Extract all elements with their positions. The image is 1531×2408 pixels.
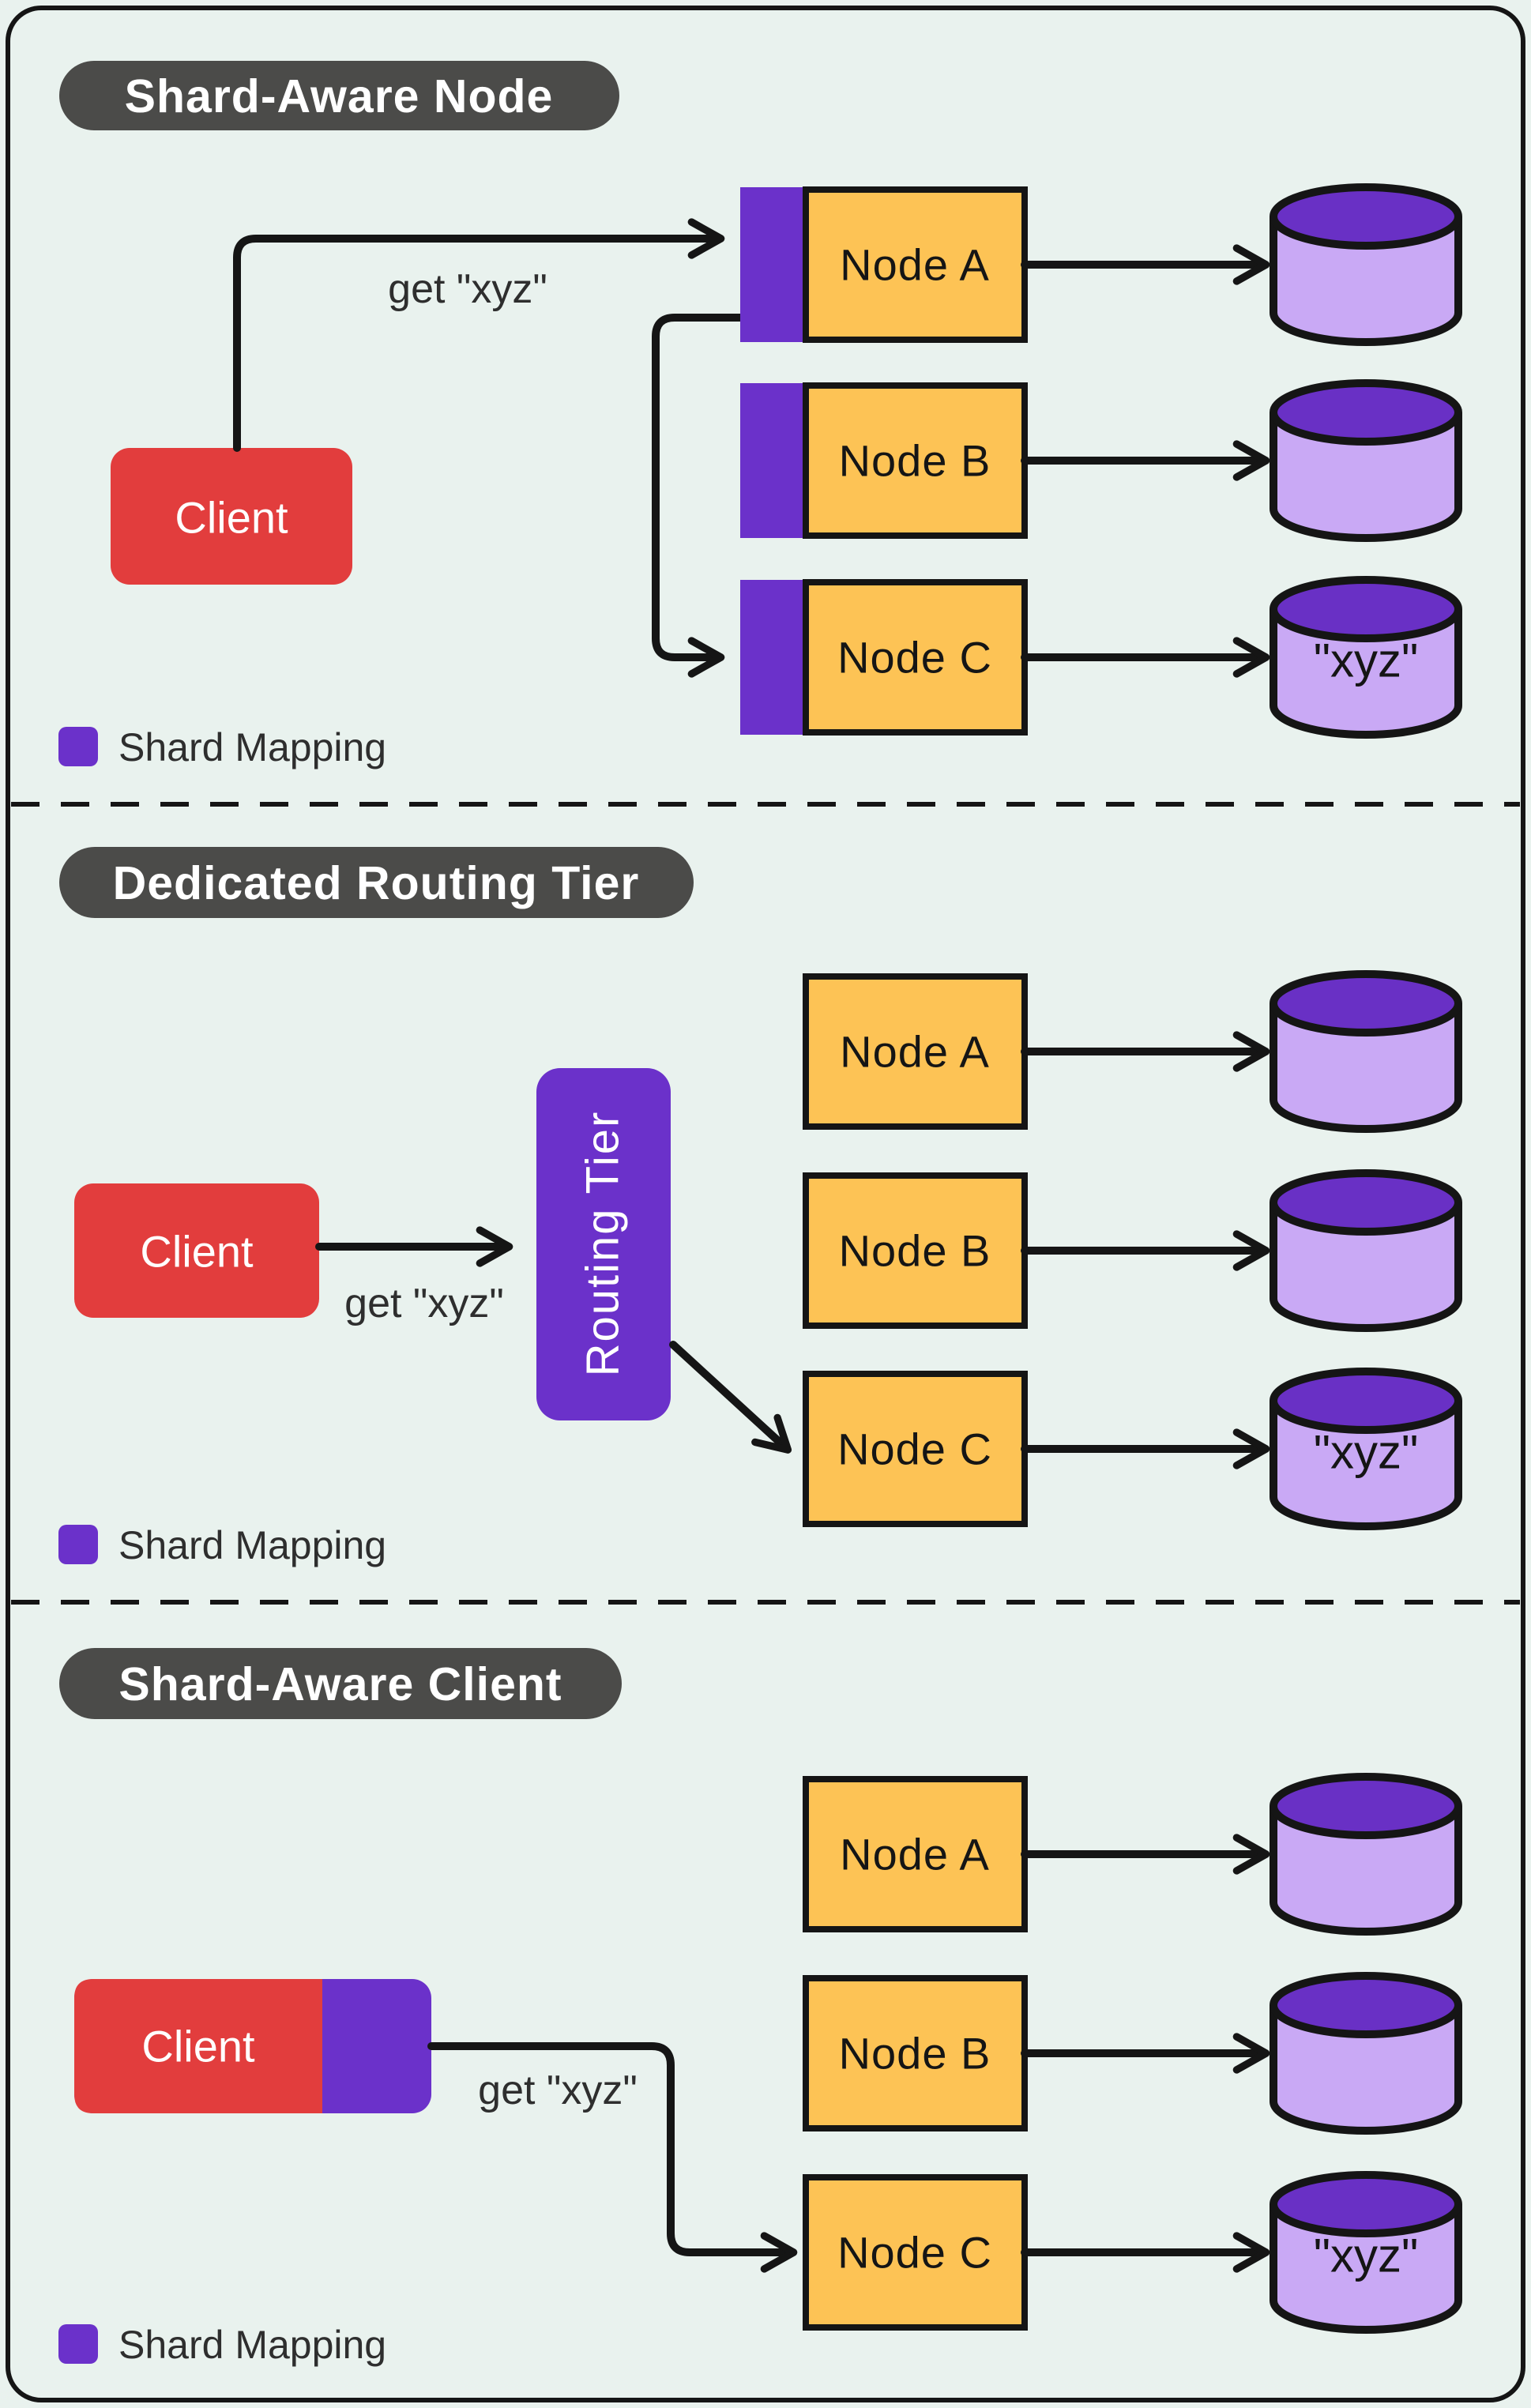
section-dedicated-routing-tier: Dedicated Routing Tier Client get "xyz" … (58, 847, 1462, 1567)
db-cylinder-b-top (1270, 1169, 1462, 1236)
node-b-label: Node B (839, 436, 991, 486)
db-cylinder-b-top (1270, 1972, 1462, 2038)
legend-swatch (58, 727, 98, 766)
db-cylinder-a-top (1270, 1773, 1462, 1839)
db-cylinder-c-top (1270, 2171, 1462, 2237)
node-a-label: Node A (840, 1027, 990, 1077)
section-title: Shard-Aware Node (125, 70, 554, 122)
shard-strip-node-c (740, 580, 806, 735)
request-label: get "xyz" (478, 2067, 638, 2113)
db-cylinder-a (1270, 970, 1462, 1133)
db-cylinder-c: "xyz" (1270, 576, 1462, 739)
db-cylinder-a-body (1270, 216, 1462, 346)
db-cylinder-c-body (1270, 2204, 1462, 2334)
shard-strip-node-a (740, 187, 806, 342)
client-box (74, 1979, 322, 2113)
node-c-box (803, 579, 1028, 736)
shard-strip-node-b (740, 383, 806, 538)
outer-border (6, 6, 1525, 2402)
node-b-box (803, 1172, 1028, 1329)
section-title: Dedicated Routing Tier (113, 857, 640, 909)
db-value-label: "xyz" (1314, 1426, 1419, 1479)
routing-tier-box (536, 1068, 671, 1420)
routing-tier-label: Routing Tier (577, 1111, 629, 1377)
db-cylinder-c: "xyz" (1270, 2171, 1462, 2334)
section-title-pill (59, 61, 619, 130)
legend-swatch (58, 2324, 98, 2364)
section-title-pill (59, 847, 694, 918)
db-value-label: "xyz" (1314, 634, 1419, 687)
forward-arrow-node-a-to-node-c (652, 314, 744, 678)
legend-label: Shard Mapping (118, 2323, 386, 2367)
legend-swatch (58, 1525, 98, 1564)
node-b-label: Node B (839, 2029, 991, 2079)
db-cylinder-a-top (1270, 183, 1462, 250)
db-cylinder-b-top (1270, 379, 1462, 446)
request-label: get "xyz" (388, 266, 547, 312)
db-cylinder-b (1270, 1169, 1462, 1332)
client-label: Client (175, 493, 288, 543)
client-with-shard-mapping: Client (74, 1979, 431, 2113)
node-c-label: Node C (837, 2228, 992, 2278)
db-cylinder-b-body (1270, 2005, 1462, 2135)
section-shard-aware-node: Shard-Aware Node Client get "xyz" Node A… (58, 61, 1462, 769)
db-cylinder-a-body (1270, 1806, 1462, 1936)
db-cylinder-c-top (1270, 576, 1462, 642)
db-cylinder-c-body (1270, 609, 1462, 739)
section-title: Shard-Aware Client (118, 1658, 562, 1710)
db-cylinder-b (1270, 379, 1462, 542)
db-cylinder-c: "xyz" (1270, 1368, 1462, 1530)
node-b-label: Node B (839, 1226, 991, 1276)
node-c-label: Node C (837, 1424, 992, 1474)
db-cylinder-c-top (1270, 1368, 1462, 1434)
section-title-pill (59, 1648, 622, 1719)
db-cylinder-b-body (1270, 1202, 1462, 1332)
request-label: get "xyz" (344, 1281, 504, 1326)
db-cylinder-b (1270, 1972, 1462, 2135)
request-arrow-client-to-node-a (233, 218, 725, 452)
node-b-box (803, 382, 1028, 539)
db-cylinder-a (1270, 1773, 1462, 1936)
db-cylinder-b-body (1270, 412, 1462, 542)
node-a-box (803, 1776, 1028, 1932)
client-label: Client (140, 1227, 254, 1277)
node-a-box (803, 973, 1028, 1130)
db-value-label: "xyz" (1314, 2229, 1419, 2282)
client-box (111, 448, 352, 585)
db-cylinder-c-body (1270, 1401, 1462, 1530)
node-a-label: Node A (840, 1830, 990, 1879)
request-arrow-client-to-node-c (427, 2042, 798, 2273)
db-cylinder-a-body (1270, 1003, 1462, 1133)
legend-label: Shard Mapping (118, 1523, 386, 1567)
node-c-label: Node C (837, 633, 992, 683)
legend-label: Shard Mapping (118, 725, 386, 769)
db-cylinder-a-top (1270, 970, 1462, 1037)
node-c-box (803, 2174, 1028, 2331)
section-shard-aware-client: Shard-Aware Client Client get "xyz" Node… (58, 1648, 1462, 2367)
node-a-label: Node A (840, 240, 990, 290)
client-label: Client (141, 2022, 255, 2071)
db-cylinder-a (1270, 183, 1462, 346)
node-a-box (803, 186, 1028, 343)
routing-arrow-to-node-c (669, 1341, 792, 1454)
client-box (74, 1183, 319, 1318)
